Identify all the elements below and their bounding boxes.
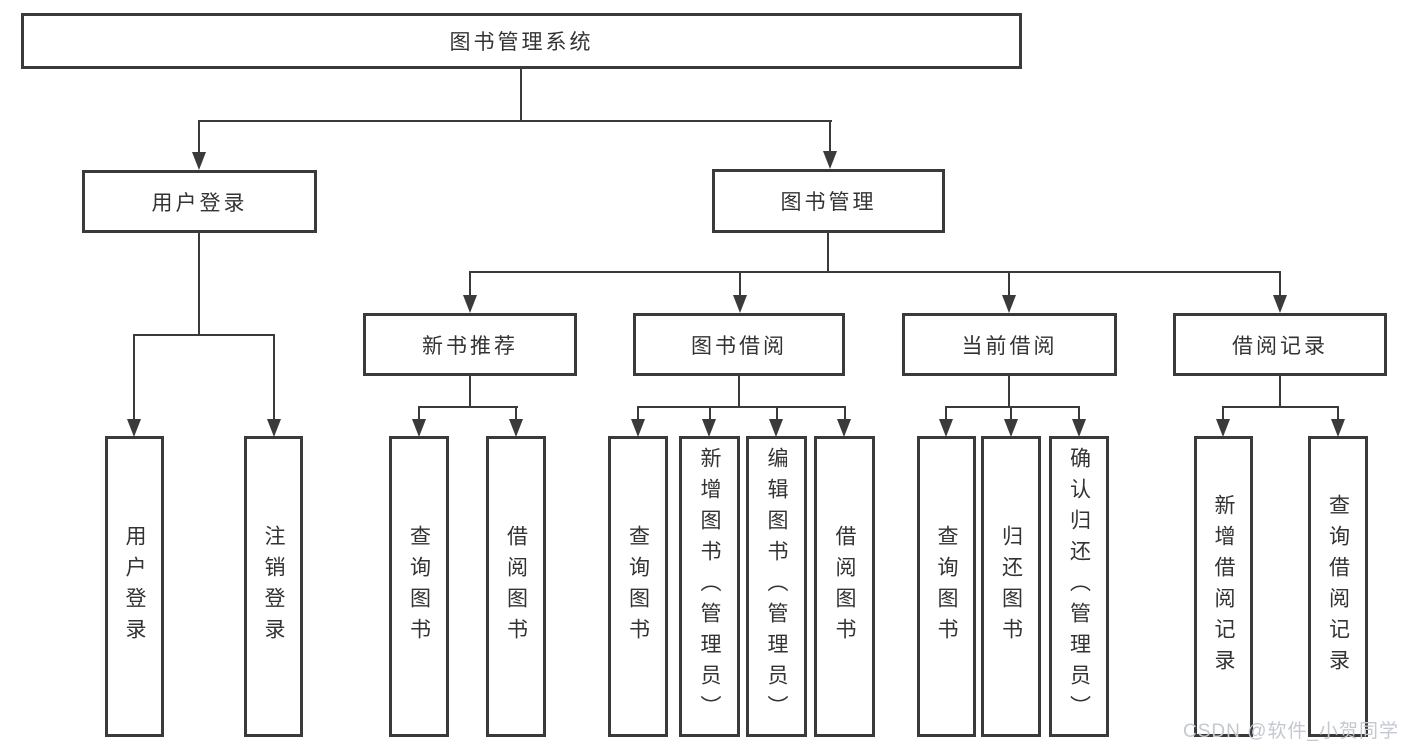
connector-line bbox=[1222, 406, 1339, 408]
leaf-edit-book-admin: 编辑图书（管理员） bbox=[746, 436, 807, 737]
arrow-stem bbox=[776, 406, 778, 420]
arrowhead-down-icon bbox=[1331, 419, 1345, 437]
node-current-borrowing: 当前借阅 bbox=[902, 313, 1117, 376]
leaf-query-borrow-record: 查询借阅记录 bbox=[1308, 436, 1368, 737]
arrowhead-down-icon bbox=[412, 419, 426, 437]
connector-line bbox=[469, 376, 471, 408]
connector-line bbox=[945, 406, 1080, 408]
arrow-stem bbox=[1222, 406, 1224, 420]
leaf-query-books-1: 查询图书 bbox=[389, 436, 449, 737]
node-book-management: 图书管理 bbox=[712, 169, 945, 233]
arrowhead-down-icon bbox=[702, 419, 716, 437]
node-label: 用户登录 bbox=[123, 524, 146, 649]
connector-line bbox=[198, 120, 832, 122]
arrow-stem bbox=[418, 406, 420, 420]
node-label: 用户登录 bbox=[151, 191, 248, 215]
arrowhead-down-icon bbox=[1273, 295, 1287, 313]
arrowhead-down-icon bbox=[769, 419, 783, 437]
connector-line bbox=[1279, 376, 1281, 408]
arrow-stem bbox=[1010, 406, 1012, 420]
leaf-borrow-books-2: 借阅图书 bbox=[814, 436, 875, 737]
arrow-stem bbox=[133, 334, 135, 420]
node-label: 图书管理系统 bbox=[449, 31, 594, 54]
arrow-stem bbox=[1279, 271, 1281, 297]
node-label: 确认归还（管理员） bbox=[1067, 447, 1091, 726]
arrow-stem bbox=[739, 271, 741, 297]
arrow-stem bbox=[709, 406, 711, 420]
arrowhead-down-icon bbox=[1216, 419, 1230, 437]
arrowhead-down-icon bbox=[1072, 419, 1086, 437]
node-book-borrowing: 图书借阅 bbox=[633, 313, 845, 376]
node-label: 查询图书 bbox=[407, 524, 431, 649]
connector-line bbox=[133, 334, 274, 336]
leaf-query-books-2: 查询图书 bbox=[608, 436, 668, 737]
node-label: 查询借阅记录 bbox=[1326, 493, 1350, 680]
node-user-login: 用户登录 bbox=[82, 170, 317, 233]
leaf-add-book-admin: 新增图书（管理员） bbox=[679, 436, 740, 737]
arrowhead-down-icon bbox=[267, 419, 281, 437]
arrowhead-down-icon bbox=[509, 419, 523, 437]
arrowhead-down-icon bbox=[1004, 419, 1018, 437]
node-label: 归还图书 bbox=[999, 524, 1023, 649]
connector-line bbox=[198, 233, 200, 336]
arrow-stem bbox=[945, 406, 947, 420]
node-label: 借阅图书 bbox=[504, 524, 528, 649]
leaf-query-books-3: 查询图书 bbox=[917, 436, 976, 737]
arrow-stem bbox=[829, 120, 831, 153]
arrowhead-down-icon bbox=[733, 295, 747, 313]
node-library-management-system: 图书管理系统 bbox=[21, 13, 1022, 69]
leaf-return-book: 归还图书 bbox=[981, 436, 1041, 737]
arrowhead-down-icon bbox=[1002, 295, 1016, 313]
arrow-stem bbox=[273, 334, 275, 420]
node-label: 新增图书（管理员） bbox=[698, 447, 721, 726]
arrow-stem bbox=[515, 406, 517, 420]
arrowhead-down-icon bbox=[837, 419, 851, 437]
arrow-stem bbox=[637, 406, 639, 420]
arrow-stem bbox=[469, 271, 471, 297]
node-label: 新增借阅记录 bbox=[1212, 493, 1235, 680]
csdn-watermark: CSDN @软件_小贺同学 bbox=[1183, 721, 1399, 742]
node-new-book-recommend: 新书推荐 bbox=[363, 313, 577, 376]
arrow-stem bbox=[1337, 406, 1339, 420]
connector-line bbox=[637, 406, 846, 408]
connector-line bbox=[738, 376, 740, 408]
connector-line bbox=[520, 69, 522, 121]
arrow-stem bbox=[198, 120, 200, 154]
arrowhead-down-icon bbox=[127, 419, 141, 437]
node-label: 查询图书 bbox=[935, 524, 958, 649]
leaf-logout-login: 注销登录 bbox=[244, 436, 303, 737]
node-label: 注销登录 bbox=[262, 524, 285, 649]
connector-line bbox=[1008, 376, 1010, 408]
arrowhead-down-icon bbox=[939, 419, 953, 437]
arrow-stem bbox=[1078, 406, 1080, 420]
leaf-user-login: 用户登录 bbox=[105, 436, 164, 737]
node-label: 图书管理 bbox=[780, 191, 877, 214]
node-label: 借阅图书 bbox=[833, 524, 856, 649]
arrowhead-down-icon bbox=[823, 151, 837, 169]
connector-line bbox=[827, 233, 829, 273]
node-label: 图书借阅 bbox=[691, 334, 787, 358]
node-label: 当前借阅 bbox=[961, 334, 1058, 358]
leaf-borrow-books-1: 借阅图书 bbox=[486, 436, 546, 737]
connector-line bbox=[418, 406, 518, 408]
arrowhead-down-icon bbox=[631, 419, 645, 437]
node-label: 新书推荐 bbox=[422, 334, 518, 358]
connector-line bbox=[469, 271, 1281, 273]
arrow-stem bbox=[1008, 271, 1010, 297]
arrowhead-down-icon bbox=[463, 295, 477, 313]
node-label: 编辑图书（管理员） bbox=[765, 447, 788, 726]
leaf-add-borrow-record: 新增借阅记录 bbox=[1194, 436, 1253, 737]
arrowhead-down-icon bbox=[192, 152, 206, 170]
node-borrow-records: 借阅记录 bbox=[1173, 313, 1387, 376]
node-label: 查询图书 bbox=[626, 524, 650, 649]
arrow-stem bbox=[844, 406, 846, 420]
leaf-confirm-return-admin: 确认归还（管理员） bbox=[1049, 436, 1109, 737]
node-label: 借阅记录 bbox=[1232, 334, 1328, 358]
